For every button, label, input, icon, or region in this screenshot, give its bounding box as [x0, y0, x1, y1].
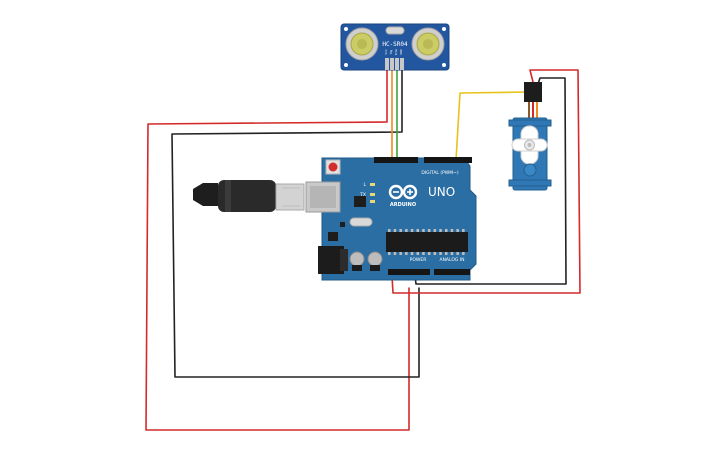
chip-pin	[388, 252, 391, 255]
chip-pin	[456, 229, 459, 232]
voltage-regulator	[328, 232, 338, 241]
sensor-mount-hole	[442, 27, 446, 31]
usb-cable-ridge	[225, 180, 231, 212]
wire-sensor-vcc[interactable]	[145, 69, 410, 431]
chip-pin	[433, 252, 437, 255]
sensor-crystal	[385, 26, 405, 35]
chip-pin	[445, 229, 448, 232]
analog-header[interactable]	[434, 269, 470, 275]
chip-pin	[399, 252, 402, 255]
wire-sensor-gnd[interactable]	[171, 69, 420, 378]
dc-power-jack[interactable]	[318, 246, 348, 274]
chip-pin	[410, 229, 414, 232]
sensor-mount-hole	[442, 63, 446, 67]
wire-servo-power[interactable]	[391, 69, 581, 294]
crystal-oscillator	[349, 217, 373, 227]
chip-pin	[450, 252, 454, 255]
wire-servo-signal[interactable]	[455, 91, 529, 161]
svg-text:Trig: Trig	[389, 49, 393, 54]
usb-cable-body	[218, 180, 276, 212]
capacitors	[349, 251, 383, 271]
servo-motor[interactable]	[508, 82, 552, 191]
reset-button[interactable]	[325, 159, 341, 175]
sensor-mount-hole	[344, 27, 348, 31]
chip-pin	[393, 229, 397, 232]
power-label: POWER	[410, 257, 427, 263]
chip-pin	[433, 229, 437, 232]
chip-pin	[393, 252, 397, 255]
wire-servo-ground[interactable]	[414, 77, 567, 285]
chip-pin	[410, 252, 414, 255]
sensor-pin-labels: VCC Trig Echo GND	[384, 49, 403, 56]
chip-pin	[405, 252, 408, 255]
chip-pin	[416, 229, 419, 232]
usb-cable[interactable]	[193, 180, 305, 212]
atmega-chip	[386, 229, 468, 255]
chip-pin	[445, 252, 448, 255]
svg-text:Echo: Echo	[394, 49, 398, 56]
chip-pin	[462, 252, 465, 255]
sensor-pin-header[interactable]	[385, 58, 404, 70]
arduino-model-label: UNO	[428, 185, 455, 199]
svg-text:VCC: VCC	[384, 49, 388, 54]
wires	[145, 69, 581, 431]
chip-pin	[439, 229, 442, 232]
chip-pin	[427, 229, 431, 232]
servo-horn[interactable]	[511, 125, 548, 165]
chip-pin	[462, 229, 465, 232]
chip-pin	[416, 252, 419, 255]
power-header[interactable]	[388, 269, 430, 275]
chip-pin	[388, 229, 391, 232]
sensor-model-label: HC-SR04	[382, 41, 408, 48]
sensor-transducer-right	[411, 27, 445, 61]
chip-pin	[405, 229, 408, 232]
chip-pin	[422, 229, 425, 232]
arduino-logo	[388, 184, 418, 200]
svg-text:GND: GND	[399, 49, 403, 55]
hc-sr04-sensor[interactable]: HC-SR04 VCC Trig Echo GND	[340, 23, 450, 71]
chip-pin	[422, 252, 425, 255]
usb-cable-plug	[193, 183, 218, 206]
servo-mount-tab	[508, 179, 552, 187]
servo-mount-tab	[508, 119, 552, 127]
digital-label: DIGITAL (PWM~)	[421, 170, 459, 176]
usb-chip	[354, 196, 366, 207]
chip-pin	[439, 252, 442, 255]
led-tx-label: TX	[359, 192, 366, 198]
led-l-label: L	[363, 182, 366, 188]
chip-pin	[399, 229, 402, 232]
digital-header[interactable]	[374, 157, 472, 163]
arduino-brand-label: ARDUINO	[390, 202, 416, 208]
arduino-uno-board[interactable]: DIGITAL (PWM~) L TX RX ARDUINO UNO	[305, 157, 477, 281]
sensor-transducer-left	[345, 27, 379, 61]
servo-connector[interactable]	[524, 82, 542, 102]
sensor-mount-hole	[344, 63, 348, 67]
chip-pin	[456, 252, 459, 255]
chip-pin	[427, 252, 431, 255]
chip-pin	[450, 229, 454, 232]
analog-label: ANALOG IN	[439, 257, 464, 263]
servo-base-gear	[523, 163, 537, 177]
